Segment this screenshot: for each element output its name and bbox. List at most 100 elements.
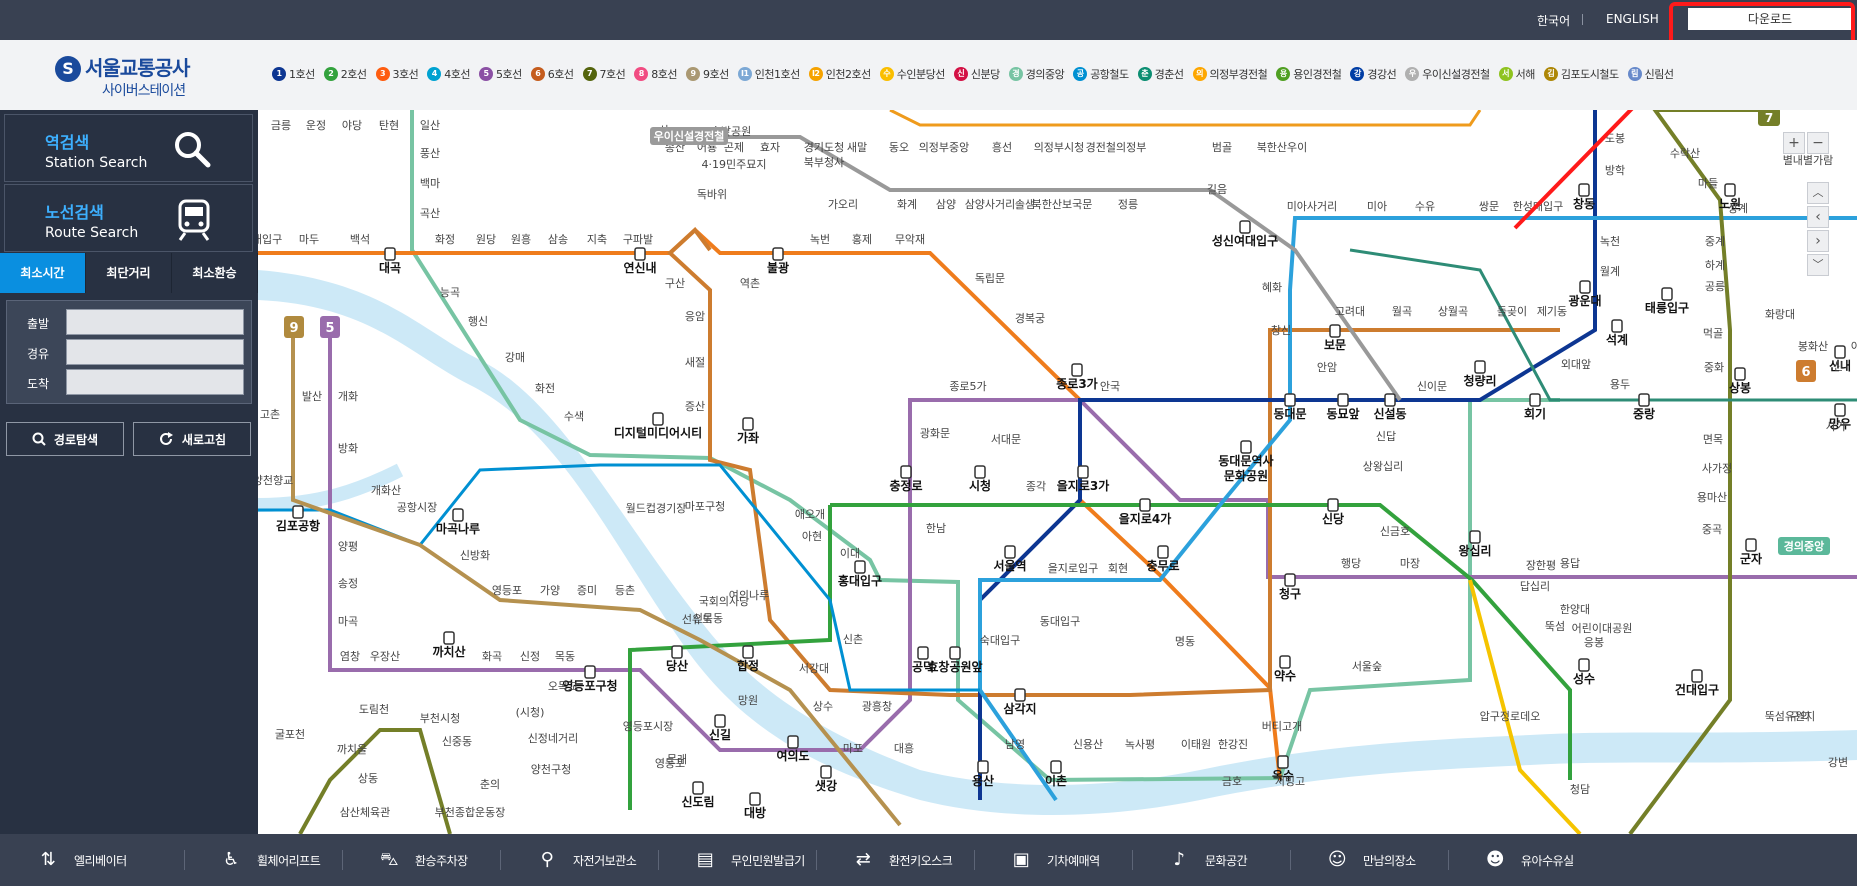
- station[interactable]: 신이문: [1417, 380, 1447, 393]
- station[interactable]: 신중동: [442, 735, 472, 748]
- station[interactable]: 백석: [350, 233, 370, 246]
- station[interactable]: 을지로입구: [1048, 562, 1099, 575]
- transfer-station[interactable]: 을지로3가: [1057, 465, 1110, 493]
- facility-item[interactable]: ♪문화공간: [1133, 834, 1291, 886]
- transfer-station[interactable]: 여의도: [776, 735, 810, 763]
- station[interactable]: 용두: [1610, 378, 1630, 391]
- station[interactable]: 곤제: [724, 141, 744, 154]
- station[interactable]: 미아: [1367, 200, 1387, 213]
- transfer-station[interactable]: 노원: [1719, 183, 1741, 211]
- station[interactable]: 창신: [1271, 324, 1291, 337]
- route-search-button[interactable]: 노선검색 Route Search: [4, 184, 253, 252]
- station[interactable]: 영등포: [655, 757, 685, 770]
- facility-item[interactable]: ☺만남의장소: [1291, 834, 1449, 886]
- facility-item[interactable]: ▤무인민원발급기: [659, 834, 817, 886]
- station[interactable]: 뚝섬: [1545, 620, 1565, 633]
- station[interactable]: 새말: [847, 141, 867, 154]
- transfer-station[interactable]: 청량리: [1463, 360, 1497, 388]
- station[interactable]: 종로5가: [949, 380, 986, 393]
- station[interactable]: 운정: [306, 119, 326, 132]
- transfer-station[interactable]: 공덕: [912, 646, 934, 674]
- station[interactable]: 이대: [840, 547, 860, 560]
- station[interactable]: 고려대: [1335, 305, 1365, 318]
- transfer-station[interactable]: 불광: [767, 247, 789, 275]
- station[interactable]: 북한산보국문: [1032, 198, 1093, 211]
- transfer-station[interactable]: 망우: [1829, 403, 1851, 431]
- station[interactable]: 공항시장: [397, 501, 437, 514]
- station[interactable]: 교대입구: [258, 233, 282, 246]
- station[interactable]: 응봉: [1584, 636, 1604, 649]
- station[interactable]: 발산: [302, 390, 322, 403]
- transfer-station[interactable]: 영등포구청: [562, 665, 618, 693]
- facility-item[interactable]: ▣기차예매역: [975, 834, 1133, 886]
- station[interactable]: 장한평: [1526, 559, 1556, 572]
- tab-min-time[interactable]: 최소시간: [0, 253, 86, 293]
- station[interactable]: 신금호: [1380, 525, 1410, 538]
- station[interactable]: 우장산: [370, 650, 400, 663]
- station[interactable]: 범골: [1212, 141, 1232, 154]
- station[interactable]: 화곡: [482, 650, 502, 663]
- station[interactable]: 춘의: [480, 778, 500, 791]
- station[interactable]: 구산: [665, 277, 685, 290]
- station[interactable]: 야당: [342, 119, 362, 132]
- station[interactable]: 선유도: [682, 613, 712, 626]
- station[interactable]: 남영: [1005, 738, 1025, 751]
- station[interactable]: 지축: [587, 233, 607, 246]
- pan-up-button[interactable]: ︿: [1807, 182, 1829, 204]
- station[interactable]: 화랑대: [1765, 308, 1795, 321]
- facility-item[interactable]: ♿휠체어리프트: [185, 834, 343, 886]
- station[interactable]: 길음: [1207, 183, 1227, 196]
- station[interactable]: 명동: [1175, 635, 1195, 648]
- transfer-station[interactable]: 창동: [1573, 183, 1595, 211]
- station[interactable]: 신용산: [1073, 738, 1103, 751]
- station[interactable]: 수색: [564, 410, 584, 423]
- pan-right-button[interactable]: ›: [1807, 230, 1829, 252]
- station[interactable]: 도림천: [359, 702, 389, 716]
- station[interactable]: 화계: [897, 198, 917, 211]
- facility-item[interactable]: ☻유아수유실: [1449, 834, 1607, 886]
- transfer-station[interactable]: 연신내: [623, 247, 657, 275]
- station[interactable]: 구파발: [623, 233, 653, 246]
- station[interactable]: 쌍문: [1479, 200, 1499, 213]
- station[interactable]: 의정부시청: [1034, 141, 1085, 154]
- station[interactable]: 용답: [1560, 557, 1580, 570]
- station[interactable]: 신답: [1376, 430, 1396, 443]
- station[interactable]: 공릉: [1705, 280, 1725, 293]
- transfer-station[interactable]: 을지로4가: [1119, 498, 1172, 526]
- station[interactable]: 어린이대공원: [1572, 622, 1633, 635]
- station[interactable]: 양천향교: [258, 473, 293, 487]
- station[interactable]: 월계: [1600, 265, 1620, 278]
- transfer-station[interactable]: 충정로: [889, 465, 923, 493]
- zoom-in-button[interactable]: +: [1783, 132, 1805, 154]
- station[interactable]: 풍산: [420, 147, 440, 160]
- station[interactable]: 삼양사거리: [965, 198, 1016, 211]
- transfer-station[interactable]: 상봉: [1729, 367, 1751, 395]
- transfer-station[interactable]: 태릉입구: [1645, 287, 1689, 315]
- station[interactable]: 수락산: [1670, 147, 1700, 160]
- station[interactable]: 경복궁: [1015, 312, 1045, 325]
- station[interactable]: 상왕십리: [1363, 460, 1403, 473]
- station[interactable]: 삼산체육관: [340, 806, 391, 819]
- station[interactable]: 한양대: [1560, 603, 1590, 616]
- transfer-station[interactable]: 이촌: [1045, 760, 1067, 788]
- station[interactable]: 신목동: [693, 612, 723, 625]
- station[interactable]: 방학: [1605, 164, 1625, 177]
- station[interactable]: 마포: [843, 742, 863, 755]
- station[interactable]: 강변: [1828, 756, 1848, 769]
- station[interactable]: 삼양: [936, 198, 956, 211]
- transfer-station[interactable]: 용산: [972, 760, 994, 788]
- station[interactable]: 까치울: [337, 743, 367, 756]
- transfer-station[interactable]: 석계: [1606, 319, 1628, 347]
- station[interactable]: 삼송: [548, 233, 568, 246]
- station[interactable]: 수유: [1415, 200, 1435, 213]
- station[interactable]: 안암: [1317, 361, 1337, 374]
- station[interactable]: 혜화: [1262, 281, 1282, 294]
- station[interactable]: 여의나루: [729, 589, 769, 602]
- station[interactable]: 미아사거리: [1287, 200, 1338, 213]
- station[interactable]: 강매: [505, 351, 525, 364]
- station[interactable]: 녹사평: [1125, 738, 1155, 751]
